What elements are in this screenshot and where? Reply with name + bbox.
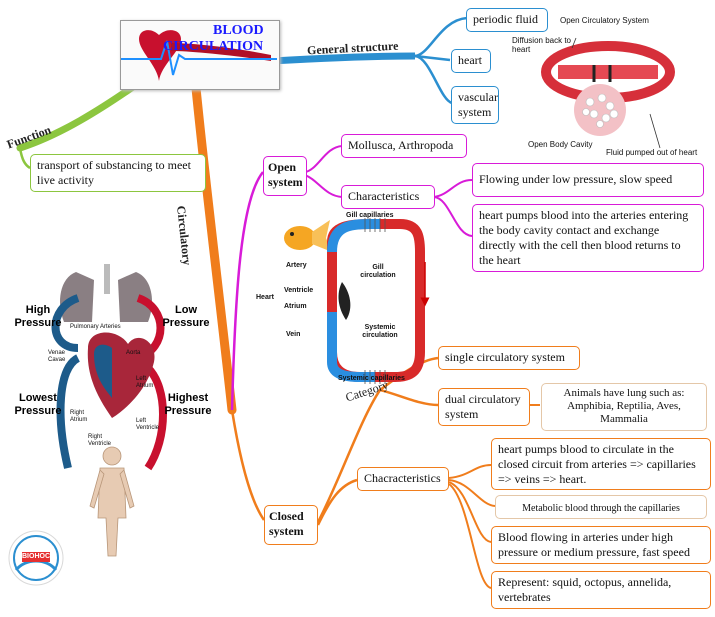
aorta-label: Aorta bbox=[126, 350, 141, 356]
circulatory-branch bbox=[191, 83, 237, 415]
mollusca-arthropoda-node[interactable]: Mollusca, Arthropoda bbox=[341, 134, 467, 158]
human-circulation-diagram: High Pressure Low Pressure Lowest Pressu… bbox=[8, 258, 220, 560]
heart-ecg-icon bbox=[121, 30, 277, 81]
fluid-out-label: Fluid pumped out of heart bbox=[606, 148, 698, 157]
gill-capillaries-label: Gill capillaries bbox=[346, 212, 394, 219]
body-cavity-label: Open Body Cavity bbox=[528, 140, 593, 149]
human-heart-icon bbox=[87, 332, 155, 418]
high-pressure-label: High Pressure bbox=[14, 304, 62, 329]
human-body-icon bbox=[89, 446, 135, 557]
low-pressure-label: Low Pressure bbox=[162, 304, 210, 329]
function-branch bbox=[16, 78, 144, 152]
fish-circulation-diagram: Gill capillaries Gill circulation Artery… bbox=[250, 212, 440, 392]
atrium-label: Atrium bbox=[284, 303, 307, 310]
logo-text: BIOHOC bbox=[22, 553, 50, 560]
left-atrium-label: Left Atrium bbox=[136, 376, 154, 389]
closed-char-high-pressure[interactable]: Blood flowing in arteries under high pre… bbox=[491, 526, 711, 564]
single-circulatory-node[interactable]: single circulatory system bbox=[438, 346, 580, 370]
open-characteristics-node[interactable]: Characteristics bbox=[341, 185, 435, 209]
goldfish-icon bbox=[284, 220, 332, 252]
fish-heart-label: Heart bbox=[256, 294, 274, 301]
function-node[interactable]: transport of substancing to meet live ac… bbox=[30, 154, 206, 192]
lungs-icon bbox=[60, 264, 152, 322]
biohoc-logo: BIOHOC bbox=[6, 528, 66, 588]
systemic-circulation-label: Systemic circulation bbox=[362, 324, 398, 339]
closed-characteristics-node[interactable]: Chacracteristics bbox=[357, 467, 449, 491]
open-circulatory-illustration: Open Circulatory System Diffusion back t… bbox=[510, 10, 710, 160]
periodic-fluid-node[interactable]: periodic fluid bbox=[466, 8, 548, 32]
closed-char-heart-pumps[interactable]: heart pumps blood to circulate in the cl… bbox=[491, 438, 711, 490]
title-line2: CIRCULATION bbox=[163, 39, 264, 54]
closed-system-node[interactable]: Closed system bbox=[264, 505, 318, 545]
systemic-capillaries-label: Systemic capillaries bbox=[338, 375, 405, 382]
open-system-node[interactable]: Open system bbox=[263, 156, 307, 196]
vascular-system-node[interactable]: vascular system bbox=[451, 86, 499, 124]
highest-pressure-label: Highest Pressure bbox=[164, 392, 212, 417]
heart-node[interactable]: heart bbox=[451, 49, 491, 73]
gill-circulation-label: Gill circulation bbox=[360, 264, 396, 279]
title-line1: BLOOD bbox=[213, 23, 264, 38]
left-ventricle-label: Left Ventricle bbox=[136, 418, 160, 431]
vein-label: Vein bbox=[286, 331, 301, 338]
diffusion-label: Diffusion back to heart bbox=[512, 36, 571, 54]
closed-char-represent[interactable]: Represent: squid, octopus, annelida, ver… bbox=[491, 571, 711, 609]
right-atrium-label: Right Atrium bbox=[70, 410, 88, 423]
lowest-pressure-label: Lowest Pressure bbox=[14, 392, 62, 417]
title-box: BLOOD CIRCULATION bbox=[120, 20, 280, 90]
artery-label: Artery bbox=[286, 262, 307, 269]
open-circulatory-title: Open Circulatory System bbox=[560, 16, 649, 25]
open-char-low-pressure[interactable]: Flowing under low pressure, slow speed bbox=[472, 163, 704, 197]
dual-circulatory-node[interactable]: dual circulatory system bbox=[438, 388, 530, 426]
right-ventricle-label: Right Ventricle bbox=[88, 434, 112, 447]
venae-cavae-label: Venae Cavae bbox=[48, 350, 66, 363]
open-char-heart-pumps[interactable]: heart pumps blood into the arteries ente… bbox=[472, 204, 704, 272]
pulmonary-arteries-label: Pulmonary Arteries bbox=[70, 324, 121, 330]
ventricle-label: Ventricle bbox=[284, 287, 314, 294]
dual-circulatory-note: Animals have lung such as: Amphibia, Rep… bbox=[541, 383, 707, 431]
closed-char-metabolic: Metabolic blood through the capillaries bbox=[495, 495, 707, 519]
